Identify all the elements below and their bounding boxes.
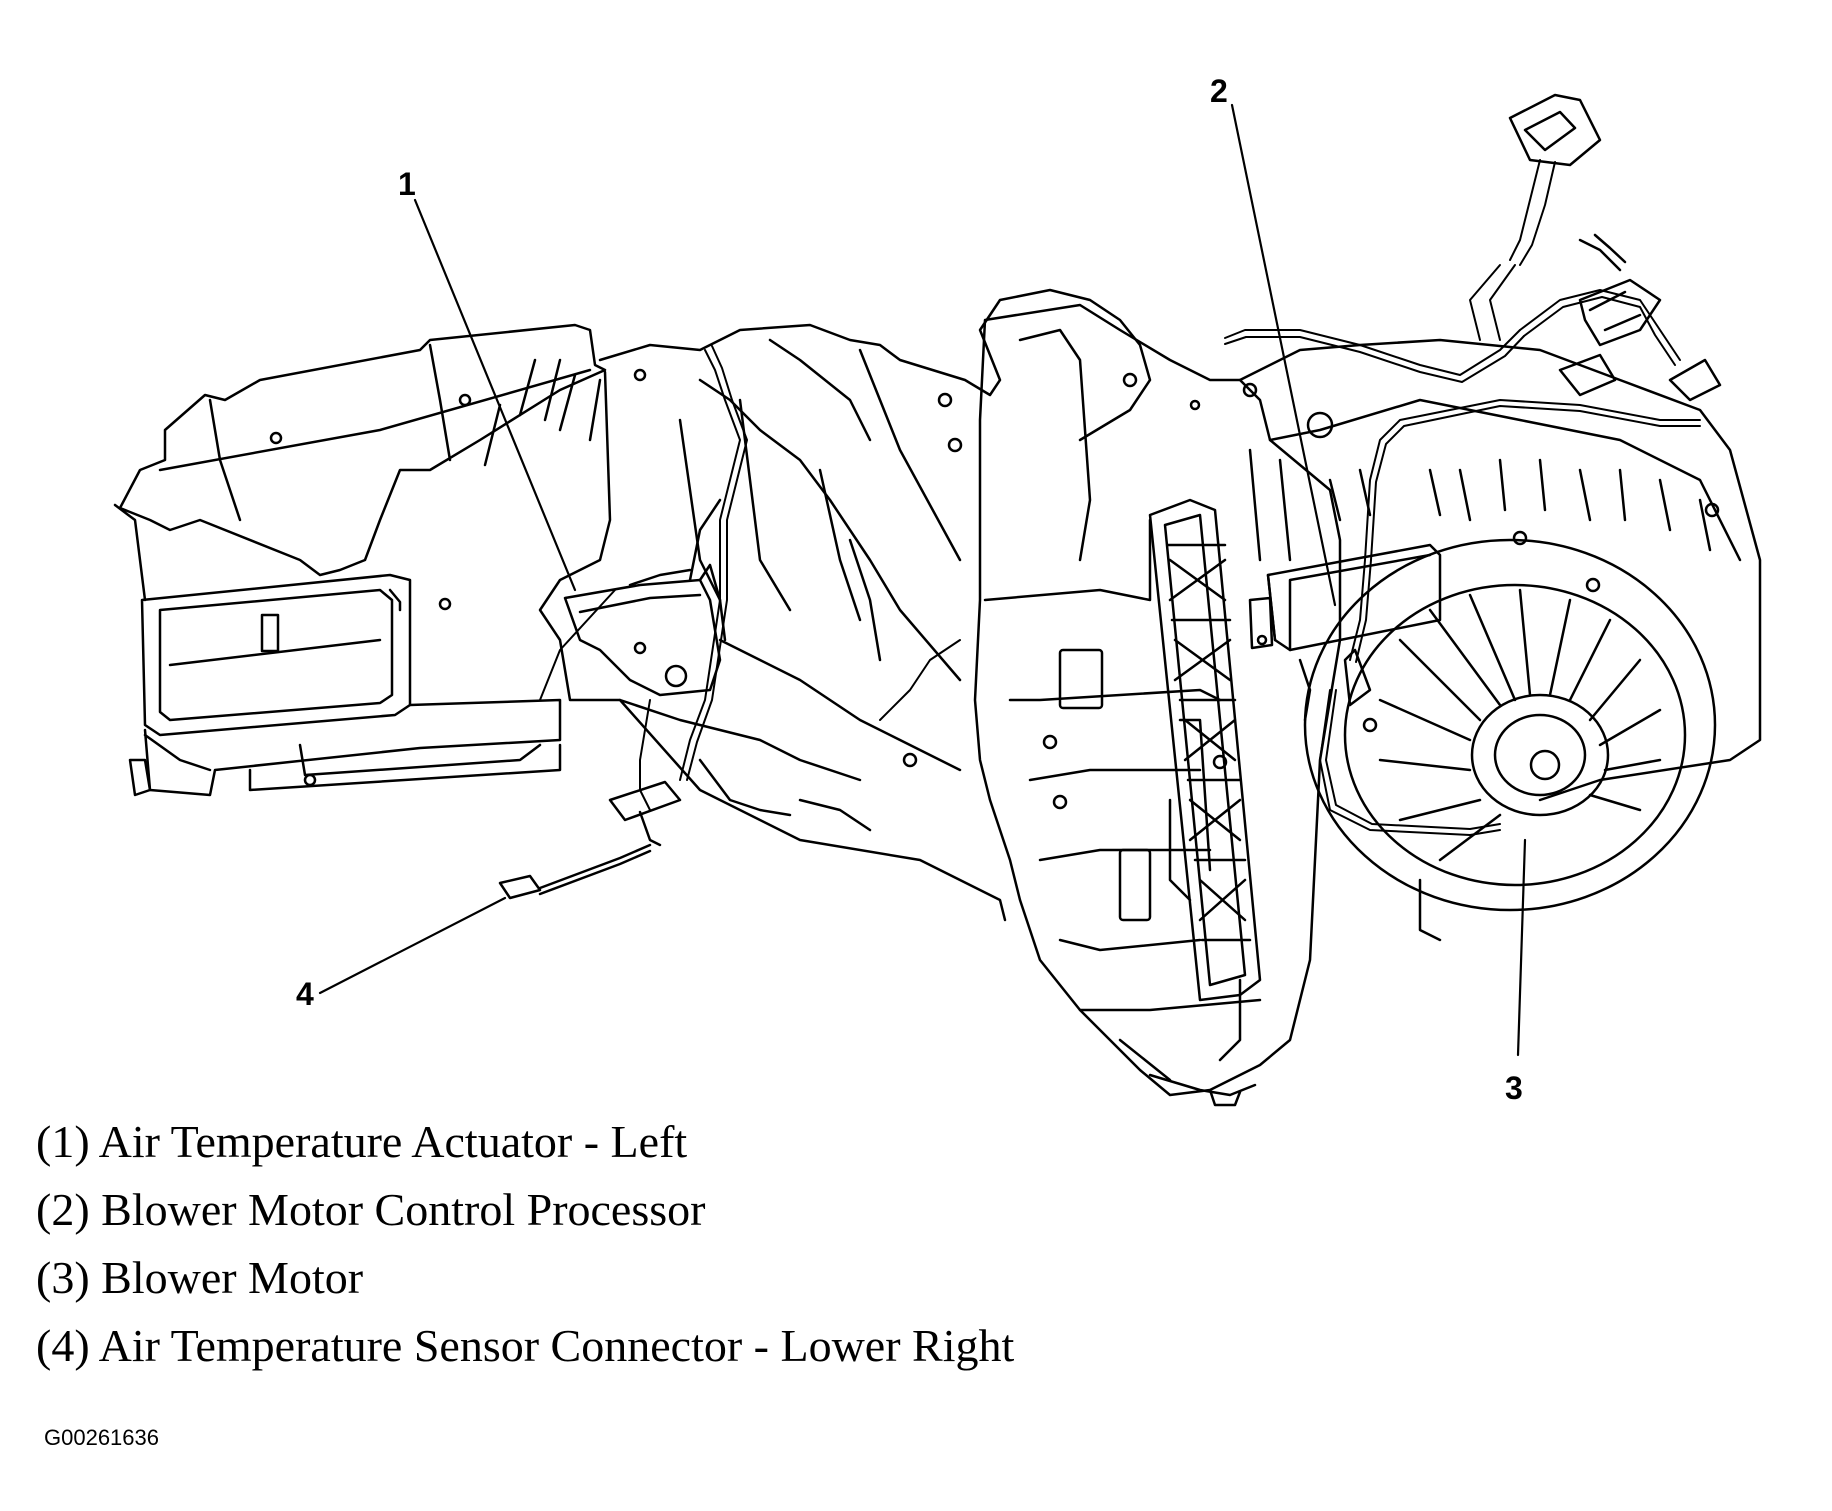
leader-line-4 <box>318 896 507 995</box>
leader-line-2 <box>1230 103 1337 607</box>
center-box-housing <box>973 303 1342 1097</box>
legend-item-4: (4) Air Temperature Sensor Connector - L… <box>36 1320 1015 1371</box>
wiring-harness <box>539 159 1701 836</box>
callout-number-4: 4 <box>296 976 314 1012</box>
lower-housing-tip <box>1118 1038 1257 1107</box>
component-legend: (1) Air Temperature Actuator - Left (2) … <box>36 1108 1014 1380</box>
air-temperature-actuator <box>563 563 727 697</box>
legend-item-3: (3) Blower Motor <box>36 1252 364 1303</box>
callout-number-2: 2 <box>1210 73 1228 109</box>
callout-number-3: 3 <box>1505 1070 1523 1106</box>
air-temperature-sensor-connector <box>498 780 682 900</box>
legend-item-1: (1) Air Temperature Actuator - Left <box>36 1116 688 1167</box>
figure-id: G00261636 <box>44 1425 159 1450</box>
left-outlet-housing <box>113 323 607 797</box>
leader-lines <box>318 103 1527 1057</box>
harness-connector <box>1508 93 1722 402</box>
leader-line-3 <box>1516 838 1527 1057</box>
leader-line-1 <box>413 198 577 592</box>
ribbed-channel <box>1148 498 1262 1002</box>
callout-number-1: 1 <box>398 166 416 202</box>
legend-item-2: (2) Blower Motor Control Processor <box>36 1184 706 1235</box>
center-duct-housing <box>538 288 1152 922</box>
blower-control-processor <box>1248 543 1442 722</box>
blower-housing <box>1238 338 1762 942</box>
